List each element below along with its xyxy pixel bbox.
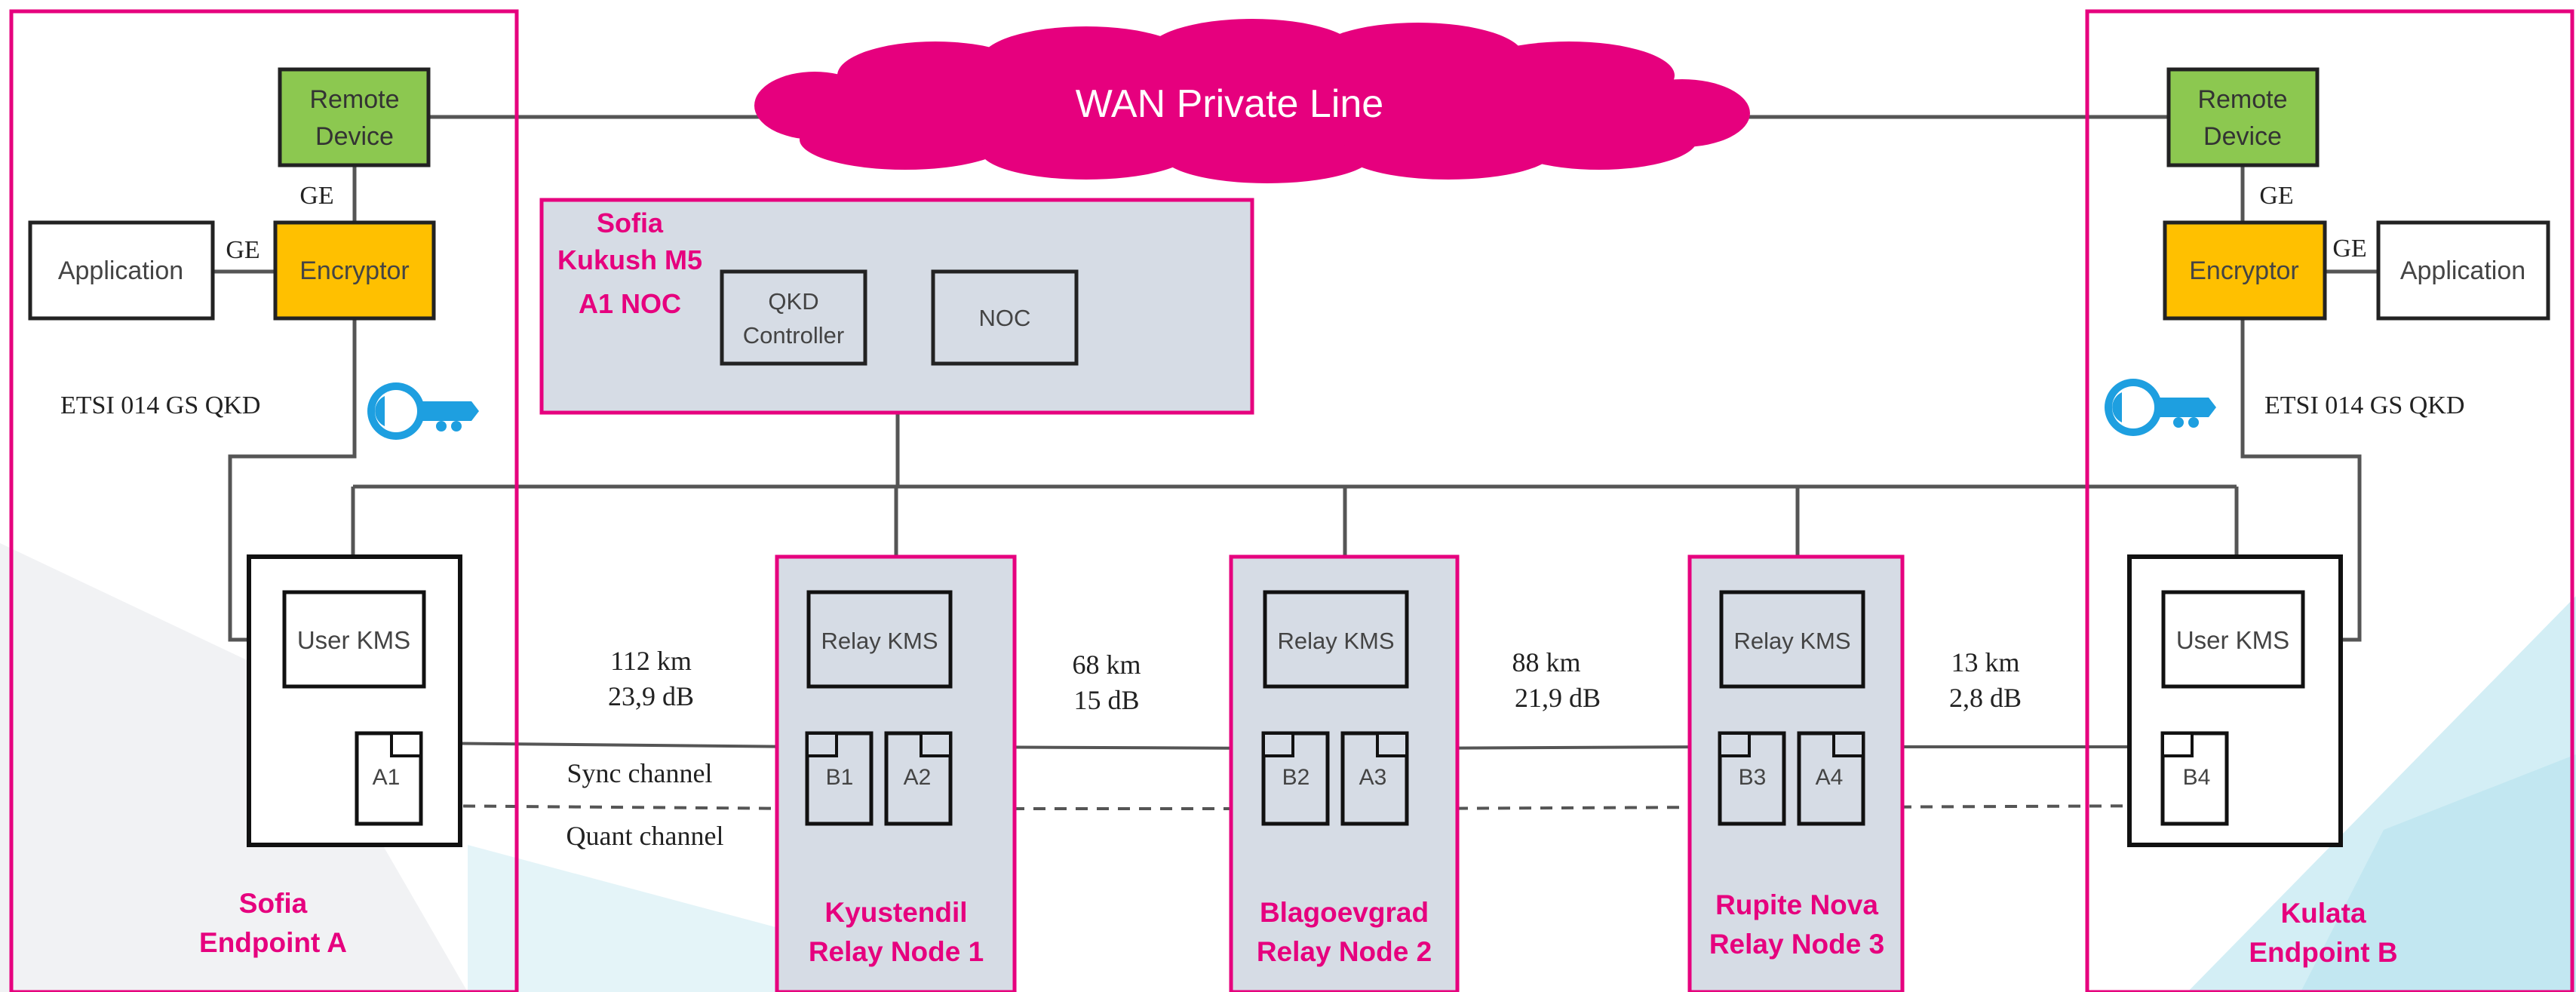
endpoint-b-qkd-label: B4 <box>2183 765 2211 790</box>
relay-node-1-right-qkd-label: A2 <box>904 765 932 790</box>
relay-node-3-left-qkd-port <box>1718 732 1751 757</box>
endpoint-b-frame <box>2085 9 2574 992</box>
noc-site-box <box>539 198 1254 415</box>
endpoint-b-qkd-port <box>2161 732 2194 757</box>
endpoint-a-application <box>28 220 215 321</box>
endpoint-a-remote-device <box>278 67 431 167</box>
noc-label: NOC <box>979 305 1031 331</box>
qkd-controller-line2: Controller <box>743 322 844 349</box>
endpoint-a-frame <box>9 9 519 992</box>
endpoint-a-user-kms-label: User KMS <box>297 626 410 654</box>
endpoint-b-remote-device-line2: Device <box>2203 122 2282 151</box>
endpoint-a-etsi-label: ETSI 014 GS QKD <box>60 392 260 419</box>
endpoint-a-application-label: Application <box>58 256 183 285</box>
endpoint-a-remote-device-line1: Remote <box>309 85 399 114</box>
endpoint-a-encryptor <box>273 220 436 321</box>
qkd-controller-box <box>720 269 867 366</box>
relay-node-2-right-qkd-label: A3 <box>1359 765 1387 790</box>
quant-channel-label: Quant channel <box>566 821 724 851</box>
noc-site-name-line3: A1 NOC <box>579 288 681 319</box>
endpoint-b-name-line2: Endpoint B <box>2249 937 2397 968</box>
endpoint-b-user-kms-label: User KMS <box>2176 626 2289 654</box>
relay-node-3-right-qkd-label: A4 <box>1816 765 1844 790</box>
relay-node-1-right-qkd <box>884 731 953 826</box>
relay-node-3-left-qkd-label: B3 <box>1739 765 1767 790</box>
endpoint-b-remote-device <box>2166 67 2320 167</box>
link-4-distance: 13 km <box>1951 647 2019 677</box>
noc-site-name-line1: Sofia <box>597 207 664 238</box>
endpoint-a-encryptor-label: Encryptor <box>299 256 410 285</box>
endpoint-a-key-icon <box>367 382 479 440</box>
endpoint-a-name-line2: Endpoint A <box>199 927 347 958</box>
endpoint-a-qkd-label: A1 <box>373 765 401 790</box>
endpoint-b-user-kms <box>2161 590 2305 689</box>
relay-node-1-right-qkd-port <box>920 732 952 757</box>
relay-node-3-right-qkd-port <box>1832 732 1865 757</box>
noc-box <box>931 269 1079 366</box>
endpoint-a-user-kms <box>282 590 426 689</box>
endpoint-b-ge-side: GE <box>2332 235 2366 263</box>
relay-node-1-kms-label: Relay KMS <box>821 628 938 654</box>
endpoint-b-application <box>2376 220 2550 321</box>
relay-node-2-kms-label: Relay KMS <box>1277 628 1394 654</box>
background-decoration-left <box>0 543 468 992</box>
relay-node-3-kms-label: Relay KMS <box>1733 628 1850 654</box>
relay-node-2-name-line1: Blagoevgrad <box>1260 897 1429 928</box>
endpoint-b-application-label: Application <box>2400 256 2525 285</box>
endpoint-b-name-line1: Kulata <box>2280 898 2366 929</box>
background-decoration-right-2 <box>2301 754 2576 992</box>
relay-node-1-left-qkd-label: B1 <box>826 765 854 790</box>
relay-node-2-left-qkd-label: B2 <box>1282 765 1310 790</box>
noc-site-name-line2: Kukush M5 <box>557 244 702 275</box>
relay-node-3-name-line1: Rupite Nova <box>1715 889 1878 920</box>
endpoint-b-remote-device-line1: Remote <box>2197 85 2287 114</box>
endpoint-a-name-line1: Sofia <box>239 888 308 919</box>
wan-cloud-label: WAN Private Line <box>1076 82 1383 126</box>
relay-node-1-name-line2: Relay Node 1 <box>809 936 984 967</box>
link-1-loss: 23,9 dB <box>608 681 694 711</box>
endpoint-b-etsi-label: ETSI 014 GS QKD <box>2264 392 2464 419</box>
relay-node-1-name-line1: Kyustendil <box>824 897 967 928</box>
wan-cloud: WAN Private Line <box>754 19 1750 183</box>
relay-node-2-left-qkd-port <box>1262 732 1294 757</box>
relay-node-2-right-qkd-port <box>1376 732 1408 757</box>
qkd-controller-line1: QKD <box>768 288 818 315</box>
endpoint-b-encryptor-label: Encryptor <box>2189 256 2299 285</box>
endpoint-a-remote-device-line2: Device <box>315 122 394 151</box>
endpoint-b-encryptor <box>2163 220 2327 321</box>
endpoint-b-key-icon <box>2105 379 2216 436</box>
link-2-loss: 15 dB <box>1073 685 1139 715</box>
link-1-distance: 112 km <box>610 646 692 676</box>
sync-channel-label: Sync channel <box>567 758 713 788</box>
endpoint-b-ge-top: GE <box>2259 182 2293 210</box>
relay-node-2-name-line2: Relay Node 2 <box>1257 936 1432 967</box>
relay-node-1-left-qkd-port <box>806 732 838 757</box>
endpoint-a-qkd-port <box>390 732 422 757</box>
link-2-distance: 68 km <box>1072 650 1141 680</box>
relay-node-2-kms <box>1263 590 1409 689</box>
relay-node-1-kms <box>806 590 953 689</box>
link-4-loss: 2,8 dB <box>1949 683 2022 713</box>
relay-node-2: Relay KMS B2 A3 Blagoevgrad Relay Node 2 <box>1229 554 1460 992</box>
relay-node-3: Relay KMS B3 A4 Rupite Nova Relay Node 3 <box>1687 554 1905 992</box>
link-3-loss: 21,9 dB <box>1515 683 1601 713</box>
relay-node-3-name-line2: Relay Node 3 <box>1709 929 1884 960</box>
link-3-distance: 88 km <box>1512 647 1580 677</box>
relay-node-3-kms <box>1719 590 1865 689</box>
endpoint-a-ge-side: GE <box>226 236 259 264</box>
endpoint-a-ge-top: GE <box>299 182 333 210</box>
relay-node-1: Relay KMS B1 A2 Kyustendil Relay Node 1 <box>775 554 1017 992</box>
